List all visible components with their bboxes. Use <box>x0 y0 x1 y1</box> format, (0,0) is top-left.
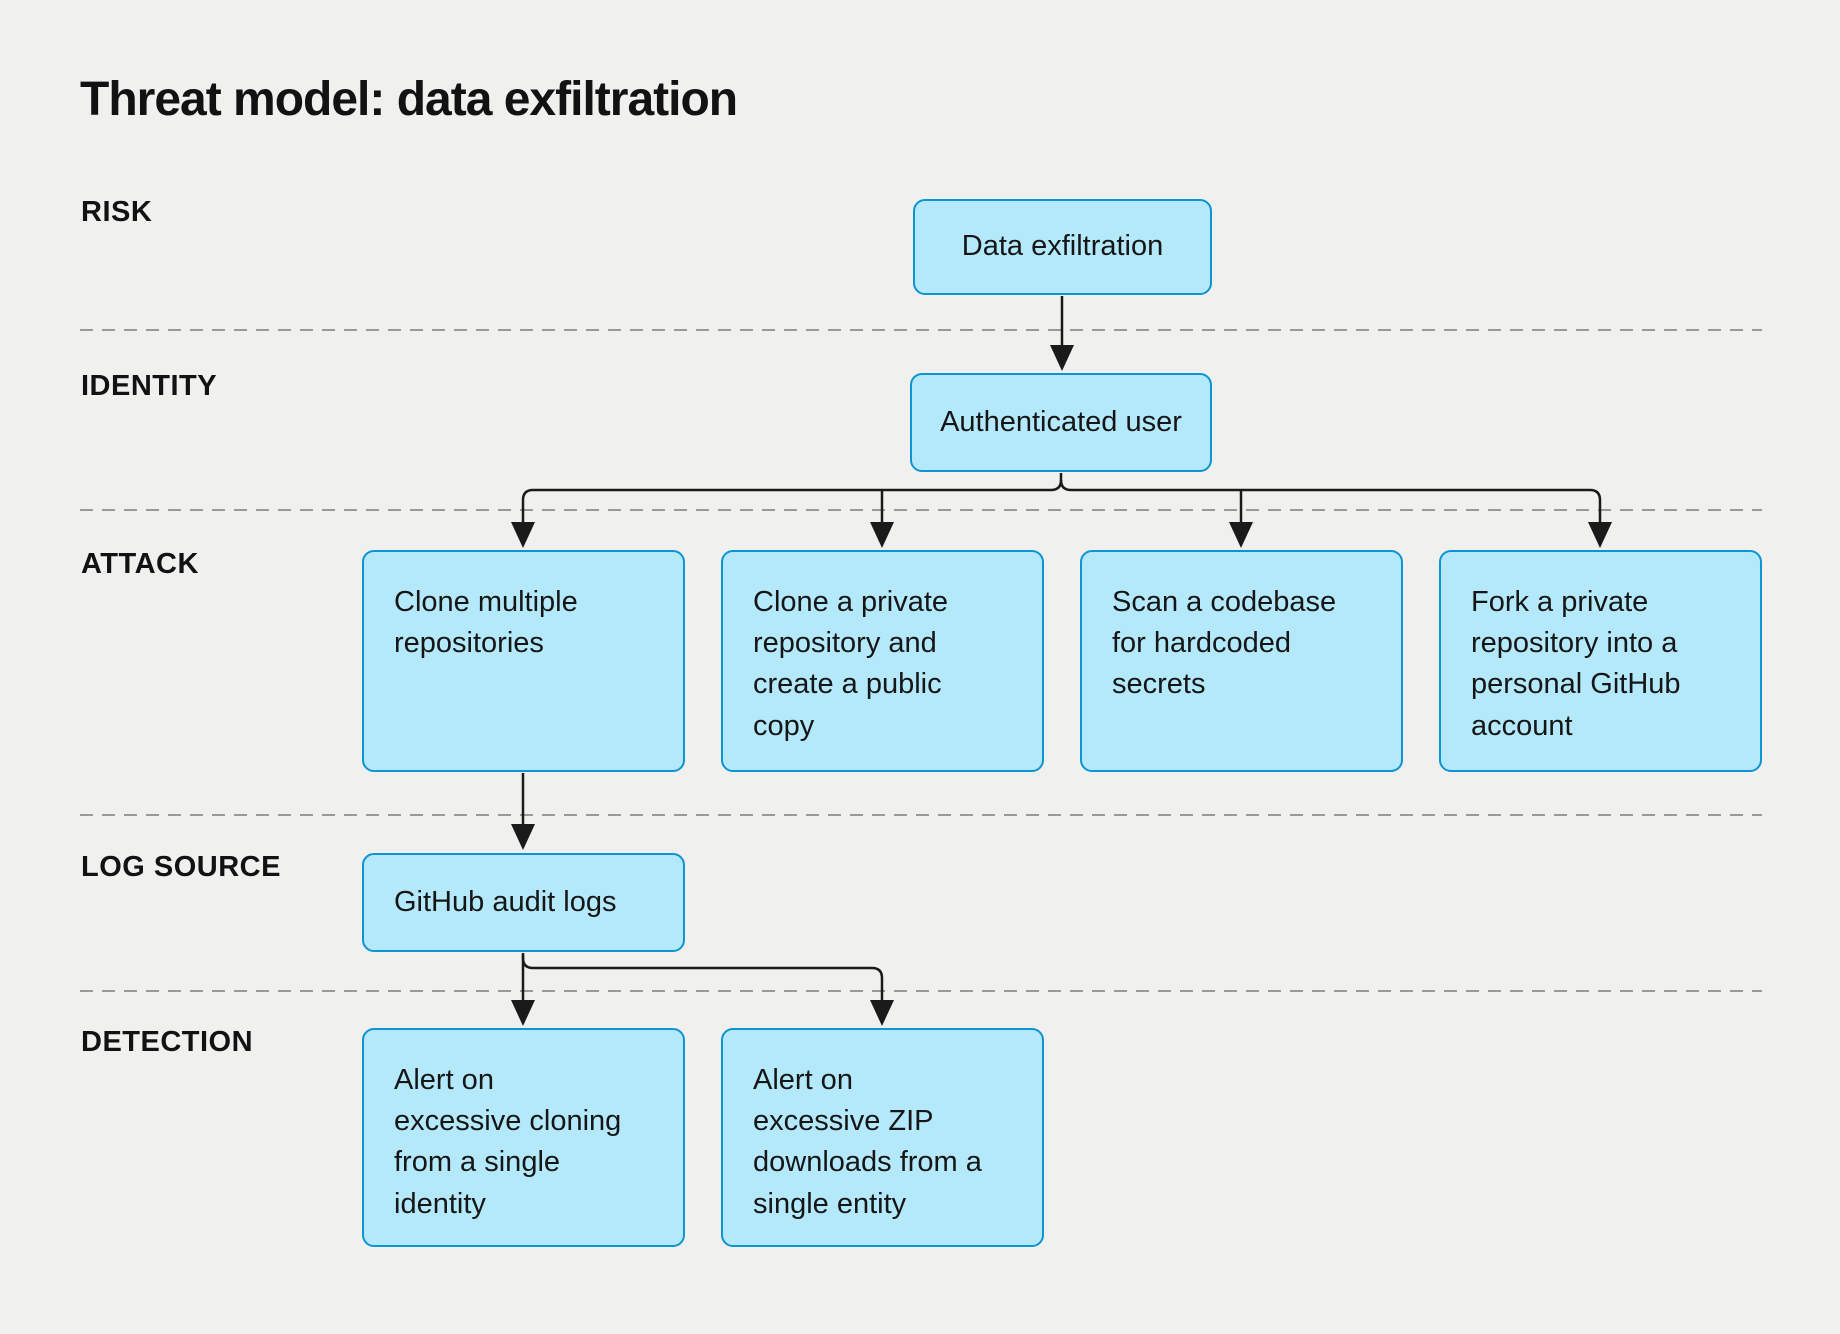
node-risk-data-exfiltration: Data exfiltration <box>913 199 1212 295</box>
node-attack-scan-codebase-secrets: Scan a codebase for hardcoded secrets <box>1080 550 1403 772</box>
node-attack-fork-private-repository: Fork a private repository into a persona… <box>1439 550 1762 772</box>
page-title: Threat model: data exfiltration <box>80 73 738 126</box>
edge-risk-to-identity <box>1050 296 1074 371</box>
node-log-source-github-audit-logs: GitHub audit logs <box>362 853 685 952</box>
node-label: Fork a private repository into a persona… <box>1471 586 1681 742</box>
lane-label-detection: DETECTION <box>81 1026 254 1058</box>
node-detection-excessive-zip-downloads: Alert on excessive ZIP downloads from a … <box>721 1028 1044 1247</box>
lane-label-risk: RISK <box>81 196 153 228</box>
edge-attack1-to-logsource <box>511 773 535 850</box>
node-detection-excessive-cloning: Alert on excessive cloning from a single… <box>362 1028 685 1247</box>
node-label: Data exfiltration <box>961 230 1164 263</box>
node-attack-clone-multiple-repositories: Clone multiple repositories <box>362 550 685 772</box>
node-identity-authenticated-user: Authenticated user <box>910 373 1212 472</box>
node-label: Clone multiple repositories <box>394 586 578 660</box>
node-label: Scan a codebase for hardcoded secrets <box>1112 586 1337 701</box>
node-attack-clone-private-repository: Clone a private repository and create a … <box>721 550 1044 772</box>
lane-label-log-source: LOG SOURCE <box>81 851 281 883</box>
edge-logsource-to-detection1 <box>511 953 535 1026</box>
node-label: GitHub audit logs <box>394 885 617 918</box>
node-label: Alert on excessive cloning from a single… <box>394 1064 622 1220</box>
lane-label-identity: IDENTITY <box>81 370 218 402</box>
node-label: Authenticated user <box>940 405 1182 438</box>
edge-logsource-to-detection2 <box>521 955 894 1026</box>
edge-identity-to-attacks <box>511 473 1612 548</box>
lane-label-attack: ATTACK <box>81 548 199 580</box>
node-label: Alert on excessive ZIP downloads from a … <box>753 1064 982 1220</box>
node-label: Clone a private repository and create a … <box>753 586 949 742</box>
